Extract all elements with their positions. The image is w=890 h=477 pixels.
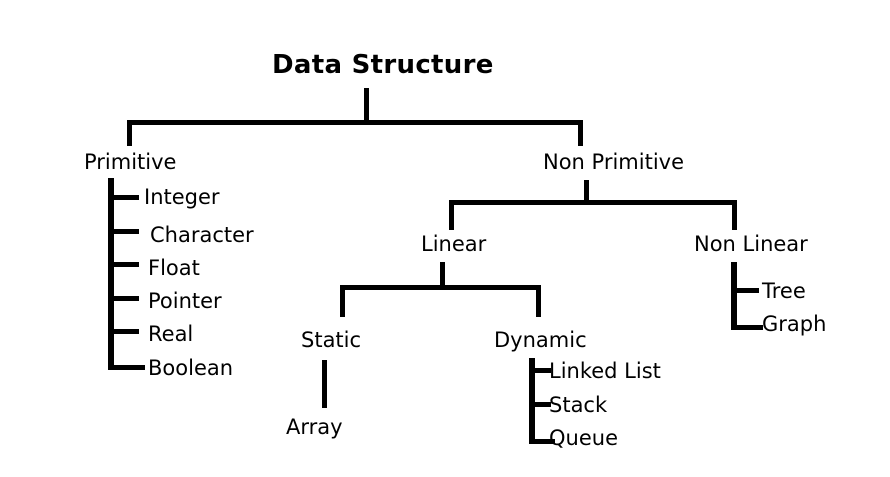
- edge-non-linear-spine: [731, 262, 737, 330]
- node-pointer: Pointer: [148, 289, 222, 313]
- edge-drop-linear: [449, 200, 454, 230]
- edge-tick-graph: [731, 325, 763, 330]
- edge-dynamic-spine: [529, 358, 535, 444]
- node-primitive: Primitive: [84, 150, 177, 174]
- node-graph: Graph: [762, 312, 827, 336]
- node-boolean: Boolean: [148, 356, 234, 380]
- edge-level3-bar: [340, 285, 541, 290]
- node-array: Array: [286, 415, 343, 439]
- edge-tick-boolean: [108, 365, 145, 370]
- node-real: Real: [148, 322, 194, 346]
- edge-level1-bar: [127, 120, 583, 125]
- edge-tick-real: [108, 329, 139, 334]
- edge-tick-stack: [529, 402, 551, 407]
- node-data-structure: Data Structure: [272, 50, 494, 80]
- edge-primitive-spine: [108, 178, 114, 370]
- node-float: Float: [148, 256, 200, 280]
- edge-drop-static: [340, 285, 345, 317]
- edge-level2-bar: [449, 200, 737, 205]
- edge-drop-dynamic: [536, 285, 541, 317]
- node-tree: Tree: [762, 279, 806, 303]
- node-dynamic: Dynamic: [494, 328, 587, 352]
- node-queue: Queue: [549, 426, 618, 450]
- edge-tick-character: [108, 229, 139, 234]
- node-stack: Stack: [549, 393, 608, 417]
- edge-tick-integer: [108, 195, 139, 200]
- edge-non-primitive-stem: [584, 180, 589, 202]
- edge-drop-non-primitive: [578, 120, 583, 146]
- edge-root-stem: [364, 88, 369, 124]
- node-linked-list: Linked List: [549, 359, 661, 383]
- edge-tick-linked-list: [529, 368, 551, 373]
- node-static: Static: [301, 328, 362, 352]
- edge-drop-primitive: [127, 120, 132, 146]
- edge-tick-float: [108, 262, 139, 267]
- edge-drop-non-linear: [732, 200, 737, 230]
- edge-tick-queue: [529, 439, 555, 444]
- node-non-linear: Non Linear: [694, 232, 808, 256]
- node-non-primitive: Non Primitive: [543, 150, 685, 174]
- node-integer: Integer: [144, 185, 220, 209]
- edge-linear-stem: [440, 262, 445, 288]
- edge-tick-tree: [731, 288, 759, 293]
- node-character: Character: [150, 223, 254, 247]
- edge-static-to-array: [322, 360, 327, 408]
- edge-tick-pointer: [108, 296, 139, 301]
- node-linear: Linear: [421, 232, 487, 256]
